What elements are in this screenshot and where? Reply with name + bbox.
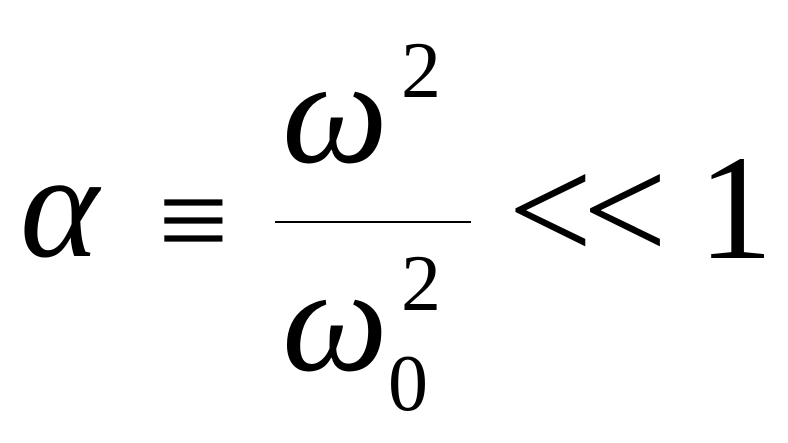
denominator-subscript: 0 (388, 340, 428, 428)
alpha-symbol: α (20, 123, 102, 289)
denominator-exponent: 2 (401, 240, 441, 328)
denominator-omega: ω (282, 237, 388, 403)
much-less-than-sign: << (508, 127, 661, 293)
numerator-omega: ω (282, 29, 388, 195)
rhs-one: 1 (698, 125, 773, 291)
equivalence-sign: ≡ (158, 152, 229, 290)
numerator-exponent: 2 (401, 27, 441, 115)
